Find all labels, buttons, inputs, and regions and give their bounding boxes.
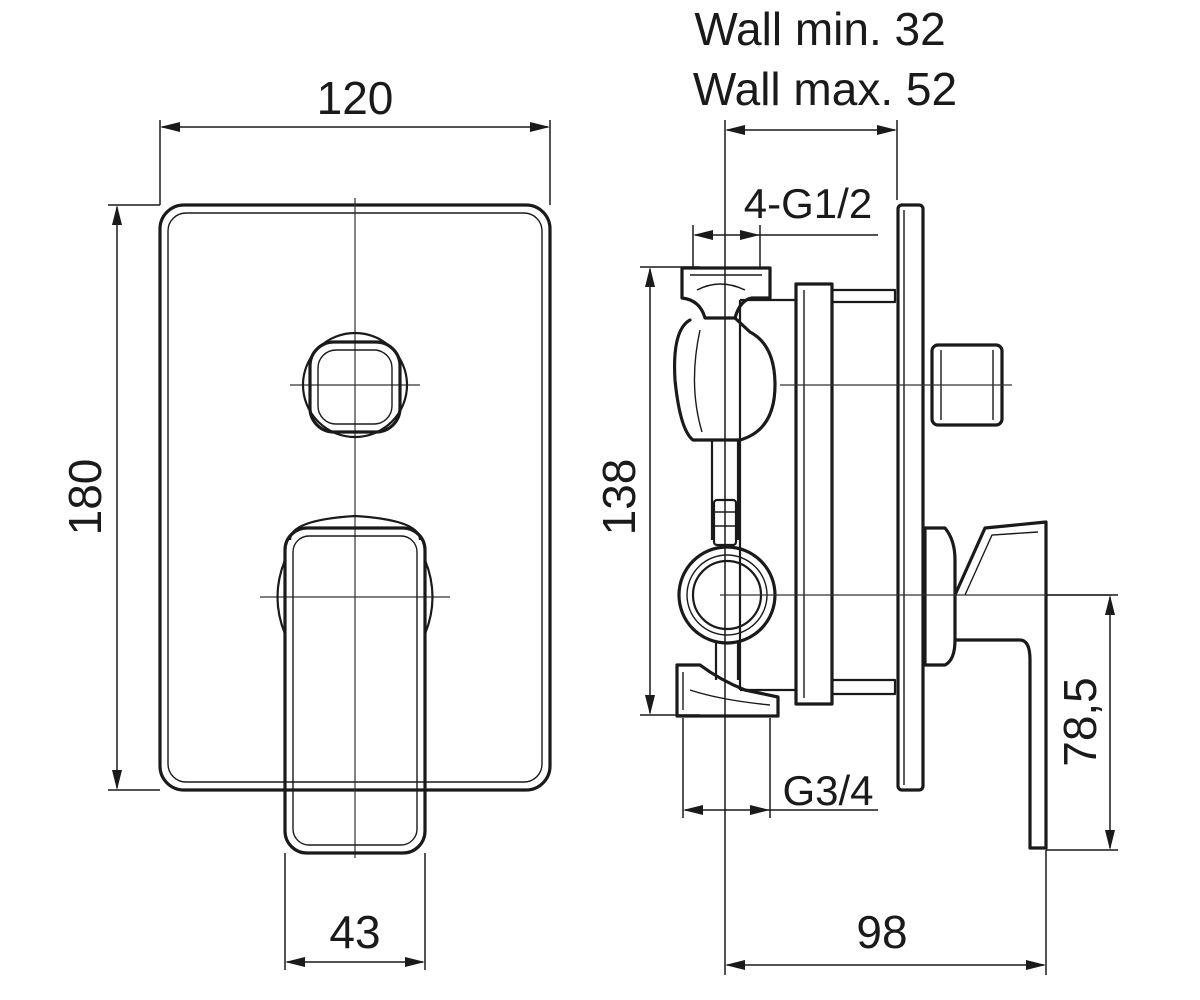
top-body-lobe — [672, 316, 777, 442]
diverter-knob-inner — [317, 349, 393, 425]
dim-label-body-height: 138 — [593, 459, 645, 536]
dim-label-lever-offset: 78,5 — [1054, 677, 1106, 767]
dim-label-total-depth: 98 — [856, 906, 907, 958]
center-nut — [712, 498, 738, 547]
dim-label-height-front: 180 — [59, 459, 111, 536]
bottom-outlet-connector — [675, 663, 780, 718]
outlet-thread-label: G3/4 — [782, 767, 873, 814]
wall-max-label: Wall max. 52 — [693, 63, 957, 115]
lever-base-left — [276, 559, 287, 635]
wall-min-label: Wall min. 32 — [694, 3, 945, 55]
dim-label-width-front: 120 — [317, 72, 394, 124]
inlet-thread-label: 4-G1/2 — [744, 180, 872, 227]
diverter-knob — [308, 340, 402, 434]
lever-base-right — [423, 559, 434, 635]
diverter-knob-outer — [301, 331, 409, 439]
mixer-lever-inner — [292, 535, 418, 846]
body-frame — [832, 288, 897, 696]
dim-label-lever-width: 43 — [329, 906, 380, 958]
side-lever — [953, 520, 1048, 850]
body-frame-left — [740, 298, 796, 692]
side-view: Wall min. 32 Wall max. 52 4-G1/2 138 — [593, 3, 1118, 975]
mixer-lever — [283, 526, 427, 855]
front-view: 120 180 43 — [59, 72, 552, 970]
body-back-plate — [794, 282, 834, 706]
side-lever-base — [923, 526, 957, 667]
mounting-flange — [896, 203, 925, 792]
